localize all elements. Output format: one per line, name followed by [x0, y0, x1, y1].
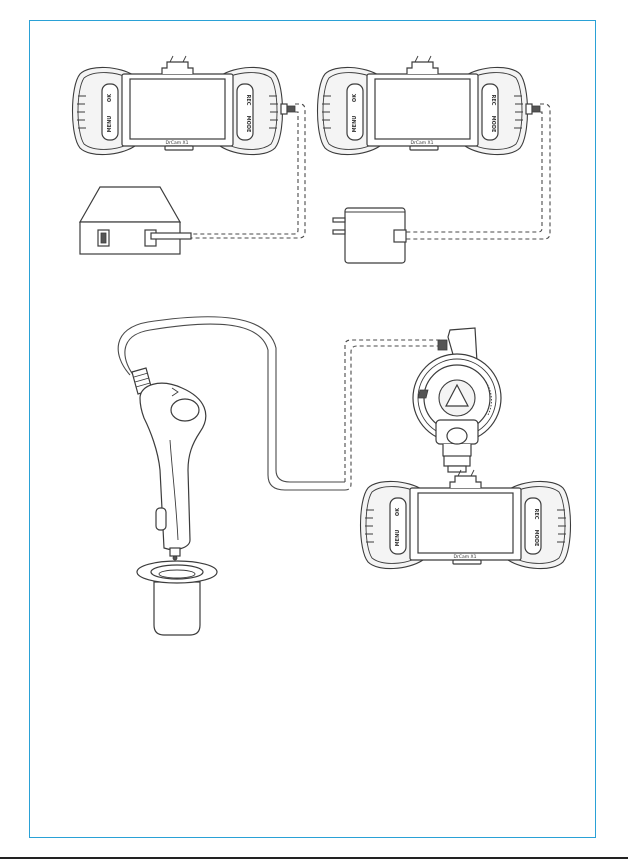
camera-model-label: DrCam X1 — [411, 140, 434, 146]
camera-ok-label: OK — [395, 507, 401, 516]
wall-adapter — [333, 208, 406, 263]
camera-mode-label: MODE — [490, 116, 496, 133]
camera-rec-label: REC — [245, 95, 251, 106]
camera-ok-label: OK — [107, 93, 113, 102]
car-charger — [118, 317, 345, 560]
cigarette-socket — [137, 561, 217, 635]
camera-menu-label: MENU — [107, 116, 113, 133]
camera-model-label: DrCam X1 — [166, 140, 189, 146]
camera-ok-label: OK — [352, 93, 358, 102]
camera-menu-label: MENU — [395, 530, 401, 547]
dash-camera-top-right: OK MENU REC MODE DrCam X1 — [318, 56, 541, 155]
windshield-mount — [413, 328, 501, 472]
bottom-rule — [0, 857, 628, 859]
camera-mode-label: MODE — [533, 530, 539, 547]
camera-model-label: DrCam X1 — [454, 554, 477, 560]
dash-camera-mounted: OK MENU REC MODE DrCam X1 — [361, 470, 571, 569]
camera-rec-label: REC — [490, 95, 496, 106]
camera-mode-label: MODE — [245, 116, 251, 133]
camera-rec-label: REC — [533, 509, 539, 520]
usb-power-bank — [80, 187, 191, 254]
dash-camera-top-left: OK MENU REC MODE DrCam X1 — [73, 56, 296, 155]
camera-menu-label: MENU — [352, 116, 358, 133]
